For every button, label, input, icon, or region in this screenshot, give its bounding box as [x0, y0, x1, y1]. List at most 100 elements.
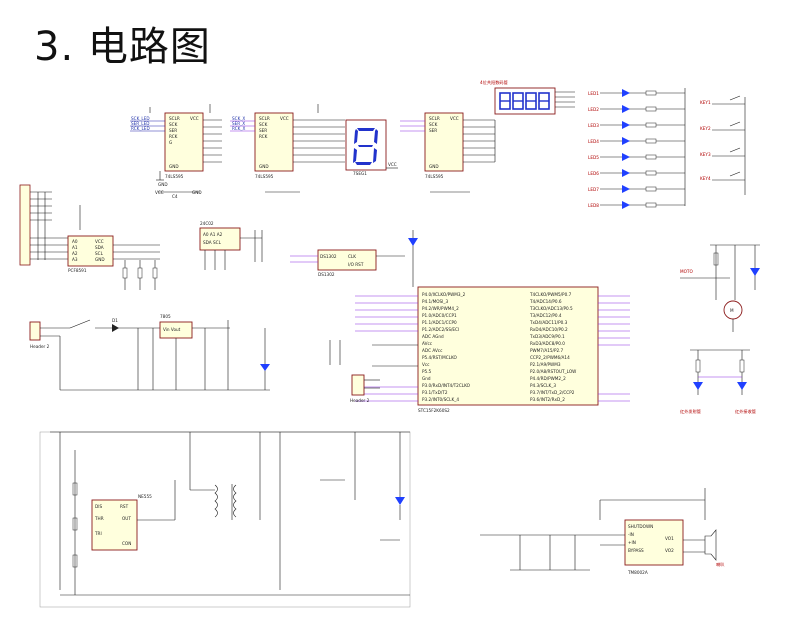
svg-text:TRI: TRI	[94, 531, 102, 536]
ir-tx-caption: 红外发射管	[680, 408, 701, 415]
led-row: LED5	[588, 153, 685, 161]
u4-label: 74LS595	[425, 174, 444, 179]
svg-text:P1.2/ADC2/SS/ECI: P1.2/ADC2/SS/ECI	[422, 327, 459, 332]
svg-text:Vin Vout: Vin Vout	[163, 327, 181, 332]
svg-text:PWM7/A15/P2.7: PWM7/A15/P2.7	[530, 348, 563, 353]
svg-text:SCK: SCK	[429, 122, 438, 127]
page-title: 3. 电路图	[34, 24, 211, 70]
svg-text:SDA: SDA	[95, 245, 104, 250]
motor-driver: MOTO M	[680, 244, 760, 332]
svg-text:T4CLKO/PWM5/P0.7: T4CLKO/PWM5/P0.7	[529, 292, 572, 297]
svg-text:ADC AGnd: ADC AGnd	[422, 334, 444, 339]
key-label: KEY4	[700, 176, 711, 181]
led-label: LED6	[588, 171, 599, 176]
vcc-label: VCC	[155, 190, 164, 195]
svg-text:I/O RST: I/O RST	[348, 262, 364, 267]
svg-text:P3.1/TxD/T2: P3.1/TxD/T2	[422, 390, 448, 395]
key-label: KEY3	[700, 152, 711, 157]
svg-text:SDA SCL: SDA SCL	[203, 240, 222, 245]
svg-text:RxD4/ADC10/P0.2: RxD4/ADC10/P0.2	[530, 327, 568, 332]
svg-text:RCK_X: RCK_X	[232, 126, 245, 131]
svg-text:P3.2/INT0/SCLK_4: P3.2/INT0/SCLK_4	[422, 397, 459, 402]
svg-text:P3.7/INT/TxD_2/CCP2: P3.7/INT/TxD_2/CCP2	[530, 390, 575, 395]
led-row: LED3	[588, 121, 685, 129]
u9-label: STC15F2K60S2	[418, 408, 450, 413]
svg-text:CLK: CLK	[348, 254, 356, 259]
svg-text:SHUTDOWN: SHUTDOWN	[628, 524, 653, 529]
rtc-ds1302: DS1302 CLK I/O RST DS1302	[290, 249, 405, 277]
led-row: LED6	[588, 169, 685, 177]
led-label: LED5	[588, 155, 599, 160]
svg-text:C4: C4	[172, 194, 178, 199]
svg-text:A0: A0	[72, 239, 78, 244]
svg-text:VO2: VO2	[665, 548, 674, 553]
svg-text:A0 A1 A2: A0 A1 A2	[203, 232, 223, 237]
four-digit-caption: 4位共阳数码管	[480, 79, 508, 86]
svg-text:TxD3/ADC9/P0.1: TxD3/ADC9/P0.1	[529, 334, 565, 339]
svg-text:P4.2/WR/PWM4_2: P4.2/WR/PWM4_2	[422, 306, 459, 311]
svg-text:AVcc: AVcc	[422, 341, 433, 346]
svg-text:VCC: VCC	[450, 116, 459, 121]
svg-text:BYPASS: BYPASS	[628, 548, 644, 553]
gnd-label: GND	[158, 182, 168, 187]
svg-text:G: G	[169, 140, 172, 145]
led-row: LED8	[588, 201, 685, 209]
svg-text:7SEG1: 7SEG1	[353, 171, 367, 176]
svg-text:OUT: OUT	[122, 516, 131, 521]
mcu-main: P4.0/XCLKO/PWM3_2 P4.1/MOSI_3 P4.2/WR/PW…	[329, 230, 630, 413]
adc-pcf8591: A0 A1 A2 A3 VCC SDA SCL GND PCF8591	[67, 205, 160, 290]
svg-text:SCK_LED: SCK_LED	[131, 116, 150, 121]
svg-text:GND: GND	[95, 257, 105, 262]
svg-text:-IN: -IN	[628, 532, 634, 537]
svg-text:A2: A2	[72, 251, 78, 256]
svg-text:M: M	[730, 308, 734, 313]
svg-text:SCK: SCK	[259, 122, 268, 127]
led-row: LED2	[588, 105, 685, 113]
svg-text:P1.1/ADC1/CCP0: P1.1/ADC1/CCP0	[422, 320, 457, 325]
led-label: LED2	[588, 107, 599, 112]
svg-text:SER: SER	[259, 128, 267, 133]
led-bank: LED1 LED2 LED3 LED4 LED5	[588, 88, 686, 209]
svg-text:DIS: DIS	[95, 504, 102, 509]
svg-text:SER: SER	[429, 128, 437, 133]
svg-text:P5.5: P5.5	[422, 369, 432, 374]
svg-text:P4.3/SCLK_3: P4.3/SCLK_3	[530, 383, 556, 388]
svg-text:VCC: VCC	[280, 116, 289, 121]
svg-text:GND: GND	[259, 164, 269, 169]
u10-label: NE555	[138, 494, 152, 499]
svg-text:P3.6/INT2/RxD_2: P3.6/INT2/RxD_2	[530, 397, 565, 402]
svg-text:VCC: VCC	[95, 239, 104, 244]
speaker-caption: 喇叭	[716, 561, 725, 568]
svg-text:Gnd: Gnd	[422, 376, 431, 381]
svg-text:SCK: SCK	[169, 122, 178, 127]
svg-text:SCL: SCL	[95, 251, 104, 256]
shift-register-u3: SCLR SCK SER RCK GND VCC 74LS595 SCK_X S…	[230, 104, 345, 193]
u2-label: 74LS595	[165, 174, 184, 179]
svg-text:RCK_LED: RCK_LED	[131, 126, 150, 131]
svg-text:Header 2: Header 2	[30, 344, 50, 349]
key-label: KEY2	[700, 126, 711, 131]
gnd-label: GND	[192, 190, 202, 195]
ne555-oscillator: DIS THR TRI RST OUT CON NE555	[39, 431, 411, 608]
svg-text:A1: A1	[72, 245, 78, 250]
svg-text:P4.0/XCLKO/PWM3_2: P4.0/XCLKO/PWM3_2	[422, 292, 466, 297]
led-label: LED7	[588, 187, 599, 192]
led-label: LED3	[588, 123, 599, 128]
svg-text:SCLR: SCLR	[259, 116, 270, 121]
svg-text:CCP2_2/PWM6/A14: CCP2_2/PWM6/A14	[530, 355, 570, 360]
svg-text:P1.0/ADC0/CCP1: P1.0/ADC0/CCP1	[422, 313, 457, 318]
led-label: LED1	[588, 91, 599, 96]
svg-text:T4/ADC14/P0.6: T4/ADC14/P0.6	[529, 299, 562, 304]
led-label: LED8	[588, 203, 599, 208]
ir-sensor-pair: 红外发射管 红外接收管	[680, 349, 756, 415]
svg-text:P4.1/MOSI_3: P4.1/MOSI_3	[422, 299, 448, 304]
svg-text:P2.0/A8/RSTOUT_LOW: P2.0/A8/RSTOUT_LOW	[530, 369, 576, 374]
shift-register-u4: SCLR SCK SER GND VCC 74LS595	[400, 112, 496, 193]
svg-text:ADC AVcc: ADC AVcc	[422, 348, 443, 353]
four-digit-display: 4位共阳数码管	[480, 79, 575, 115]
svg-text:TxD4/ADC11/P0.3: TxD4/ADC11/P0.3	[529, 320, 568, 325]
key-label: KEY1	[700, 100, 711, 105]
vcc-label: VCC	[388, 162, 397, 167]
svg-text:GND: GND	[429, 164, 439, 169]
